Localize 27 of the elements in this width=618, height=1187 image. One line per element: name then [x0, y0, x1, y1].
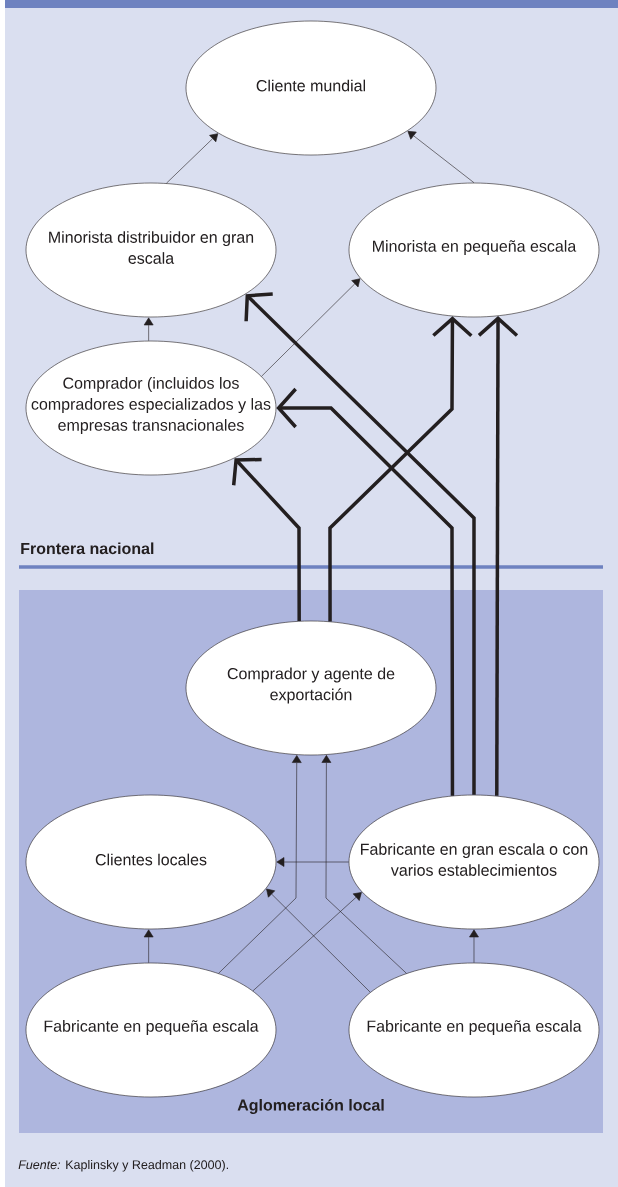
arrow — [469, 929, 479, 963]
arrow — [266, 888, 371, 993]
arrow — [276, 857, 349, 867]
arrow — [477, 316, 519, 796]
arrow — [143, 317, 154, 342]
border-label: Frontera nacional — [21, 542, 154, 555]
oval-node: Minorista distribuidor en gran escala — [25, 182, 277, 318]
arrow — [143, 929, 154, 963]
oval-node: Comprador (incluidos los compradores especializados y las empresas transnacionales — [25, 340, 277, 476]
arrow — [218, 755, 302, 974]
oval-node: Clientes locales — [25, 794, 277, 930]
source-note: Fuente: Kaplinsky y Readman (2000). — [18, 1159, 228, 1172]
arrow — [328, 316, 473, 622]
oval-node: Cliente mundial — [185, 20, 437, 156]
arrow — [166, 133, 219, 184]
oval-node: Fabricante en pequeña escala — [25, 962, 277, 1098]
arrow — [252, 892, 362, 992]
arrow — [276, 387, 455, 796]
oval-node: Minorista en pequeña escala — [348, 182, 600, 318]
arrow — [407, 131, 475, 183]
oval-node: Comprador y agente de exportación — [185, 620, 437, 756]
arrow — [261, 278, 361, 377]
arrow — [244, 292, 476, 795]
oval-node: Fabricante en gran escala o con varios establecimientos — [348, 794, 600, 930]
oval-node: Fabricante en pequeña escala — [348, 962, 600, 1098]
arrow — [321, 755, 407, 974]
arrow — [231, 457, 301, 621]
